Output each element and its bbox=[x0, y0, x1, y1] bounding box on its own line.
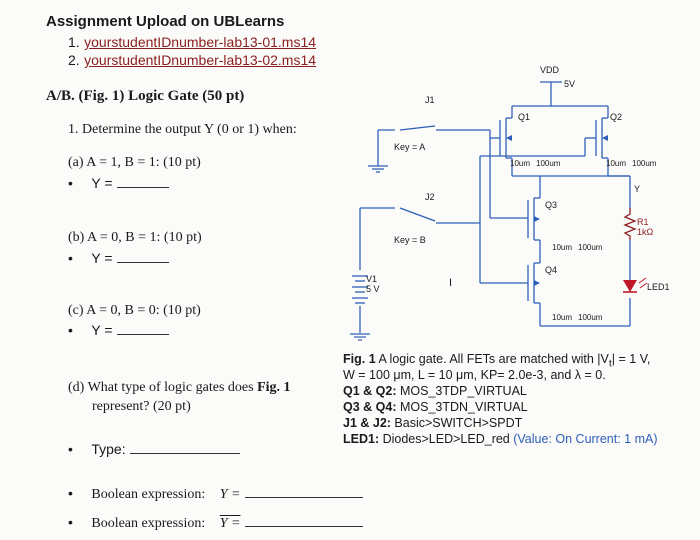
bool-eq-1: Y = bbox=[219, 487, 241, 502]
battery-icon bbox=[352, 275, 368, 304]
q4-size-l: 10um bbox=[552, 313, 572, 322]
j1-label: J1 bbox=[425, 95, 435, 105]
answer-label: Y = bbox=[91, 322, 113, 338]
part-c-label: (c) A = 0, B = 0: (10 pt) bbox=[68, 303, 201, 318]
bullet: • bbox=[68, 514, 73, 530]
part-d-text: (d) What type of logic gates does bbox=[68, 380, 254, 395]
caption-label: Q3 & Q4: bbox=[343, 400, 397, 414]
r1-label: R1 bbox=[637, 217, 649, 227]
part-a-label: (a) A = 1, B = 1: (10 pt) bbox=[68, 155, 201, 170]
q1-size-w: 100um bbox=[536, 159, 561, 168]
answer-blank-c[interactable] bbox=[116, 322, 169, 335]
caption-label: J1 & J2: bbox=[343, 416, 391, 430]
part-d-line1: (d) What type of logic gates does Fig. 1 bbox=[68, 380, 291, 396]
caption-text: A logic gate. All FETs are matched with … bbox=[375, 352, 609, 366]
bool-eq-2: Y = bbox=[219, 516, 241, 531]
circuit-diagram: VDD 5V J1 J2 Key = A Key = B Q1 Q2 Q3 Q4… bbox=[350, 65, 670, 341]
wires bbox=[359, 81, 631, 333]
q3-size-w: 100um bbox=[578, 243, 603, 252]
part-d-fig: Fig. 1 bbox=[257, 380, 291, 395]
q2-size-l: 10um bbox=[606, 159, 626, 168]
bullet: • bbox=[68, 441, 73, 457]
type-row: • Type: bbox=[68, 441, 241, 459]
caption-label: LED1: bbox=[343, 432, 380, 446]
bool-label-2: Boolean expression: bbox=[91, 516, 206, 531]
type-blank[interactable] bbox=[130, 441, 241, 454]
part-b-label: (b) A = 0, B = 1: (10 pt) bbox=[68, 230, 202, 245]
part-c-answer: • Y = bbox=[68, 322, 169, 340]
type-label: Type: bbox=[91, 441, 126, 457]
q4-label: Q4 bbox=[545, 265, 557, 275]
caption-fig: Fig. 1 bbox=[343, 352, 376, 366]
bool-blank-1[interactable] bbox=[244, 485, 363, 498]
part-b-answer: • Y = bbox=[68, 250, 169, 268]
answer-label: Y = bbox=[91, 175, 113, 191]
v1-value: 5 V bbox=[366, 284, 380, 294]
led-icon bbox=[623, 277, 648, 293]
caption-line-6: LED1: Diodes>LED>LED_red (Value: On Curr… bbox=[343, 432, 658, 448]
q3-label: Q3 bbox=[545, 200, 557, 210]
file-link-2[interactable]: yourstudentIDnumber-lab13-02.ms14 bbox=[84, 52, 317, 68]
part-a-answer: • Y = bbox=[68, 175, 169, 193]
caption-sub: t bbox=[608, 358, 612, 370]
bool-blank-2[interactable] bbox=[244, 514, 363, 527]
ground-icons bbox=[350, 333, 370, 341]
q3-size-l: 10um bbox=[552, 243, 572, 252]
bool-label-1: Boolean expression: bbox=[91, 487, 206, 502]
mos-arrows bbox=[506, 135, 608, 286]
caption-value: MOS_3TDN_VIRTUAL bbox=[396, 400, 528, 414]
q1-label: Q1 bbox=[518, 112, 530, 122]
caption-line-1: Fig. 1 A logic gate. All FETs are matche… bbox=[343, 352, 650, 372]
caption-value: Basic>SWITCH>SPDT bbox=[390, 416, 523, 430]
caption-line-3: Q1 & Q2: MOS_3TDP_VIRTUAL bbox=[343, 384, 527, 400]
file-num: 1. bbox=[68, 34, 80, 50]
bullet: • bbox=[68, 322, 73, 338]
bullet: • bbox=[68, 175, 73, 191]
caption-line-5: J1 & J2: Basic>SWITCH>SPDT bbox=[343, 416, 522, 432]
bullet: • bbox=[68, 485, 73, 501]
vdd-value: 5V bbox=[564, 79, 575, 89]
j2-label: J2 bbox=[425, 192, 435, 202]
q2-size-w: 100um bbox=[632, 159, 657, 168]
page-title: Assignment Upload on UBLearns bbox=[46, 13, 285, 30]
caption-line-4: Q3 & Q4: MOS_3TDN_VIRTUAL bbox=[343, 400, 528, 416]
caption-label: Q1 & Q2: bbox=[343, 384, 397, 398]
key-b-label: Key = B bbox=[394, 235, 426, 245]
key-a-label: Key = A bbox=[394, 142, 425, 152]
bool-row-1: • Boolean expression: Y = bbox=[68, 485, 363, 503]
part-d-line2: represent? (20 pt) bbox=[92, 399, 191, 414]
q1-size-l: 10um bbox=[510, 159, 530, 168]
answer-label: Y = bbox=[91, 250, 113, 266]
answer-blank-b[interactable] bbox=[116, 250, 169, 263]
led-label: LED1 bbox=[647, 282, 670, 292]
q2-label: Q2 bbox=[610, 112, 622, 122]
question-1: 1. Determine the output Y (0 or 1) when: bbox=[68, 122, 297, 137]
v1-label: V1 bbox=[366, 274, 377, 284]
bullet: • bbox=[68, 250, 73, 266]
q4-size-w: 100um bbox=[578, 313, 603, 322]
resistor-icon bbox=[623, 208, 637, 240]
current-marker: I bbox=[449, 277, 452, 289]
r1-value: 1kΩ bbox=[637, 227, 654, 237]
file-item-1: 1. yourstudentIDnumber-lab13-01.ms14 bbox=[68, 34, 316, 52]
file-item-2: 2. yourstudentIDnumber-lab13-02.ms14 bbox=[68, 52, 316, 70]
y-label: Y bbox=[634, 184, 640, 194]
section-heading: A/B. (Fig. 1) Logic Gate (50 pt) bbox=[46, 88, 245, 104]
answer-blank-a[interactable] bbox=[116, 175, 169, 188]
caption-note: (Value: On Current: 1 mA) bbox=[509, 432, 658, 446]
file-num: 2. bbox=[68, 52, 80, 68]
bool-row-2: • Boolean expression: Y = bbox=[68, 514, 363, 532]
caption-line-2: W = 100 μm, L = 10 μm, KP= 2.0e-3, and λ… bbox=[343, 368, 606, 382]
file-link-1[interactable]: yourstudentIDnumber-lab13-01.ms14 bbox=[84, 34, 317, 50]
caption-end: | = 1 V, bbox=[611, 352, 651, 366]
caption-value: Diodes>LED>LED_red bbox=[379, 432, 510, 446]
vdd-label: VDD bbox=[540, 65, 560, 75]
caption-value: MOS_3TDP_VIRTUAL bbox=[396, 384, 527, 398]
